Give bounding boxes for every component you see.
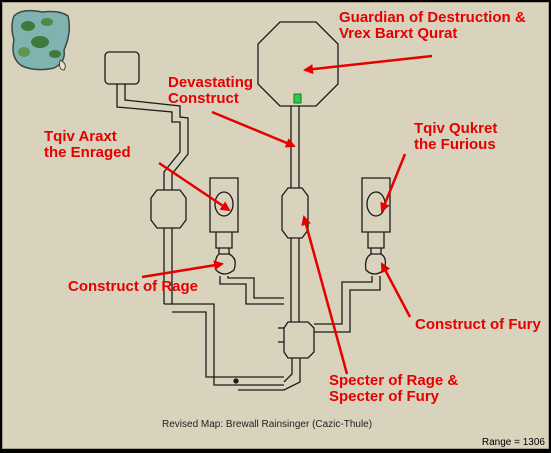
label-araxt-line1: Tqiv Araxt	[44, 128, 117, 145]
label-qukret: Tqiv Qukret the Furious	[414, 121, 497, 153]
label-araxt-line2: the Enraged	[44, 144, 131, 161]
world-map-thumbnail-icon[interactable]	[11, 9, 71, 71]
player-marker	[293, 93, 302, 104]
label-construct-fury: Construct of Fury	[415, 316, 541, 333]
map-credit: Revised Map: Brewall Rainsinger (Cazic-T…	[162, 419, 373, 430]
label-construct-rage: Construct of Rage	[68, 278, 199, 295]
label-devastating: Devastating Construct	[168, 75, 253, 107]
label-guardian: Guardian of Destruction & Vrex Barxt Qur…	[339, 10, 526, 42]
annotation-arrows	[141, 54, 433, 375]
label-qukret-line1: Tqiv Qukret	[414, 120, 498, 137]
label-qukret-line2: the Furious	[414, 136, 496, 153]
label-devastating-line1: Devastating	[168, 74, 254, 91]
label-guardian-line1: Guardian of Destruction &	[339, 9, 526, 26]
range-readout: Range = 1306	[481, 437, 545, 448]
label-specter-line2: Specter of Fury	[329, 388, 440, 405]
map-walls	[104, 21, 391, 391]
label-devastating-line2: Construct	[168, 90, 239, 107]
label-guardian-line2: Vrex Barxt Qurat	[339, 25, 458, 42]
label-specter-line1: Specter of Rage &	[329, 372, 459, 389]
label-araxt: Tqiv Araxt the Enraged	[44, 129, 131, 161]
label-specter: Specter of Rage & Specter of Fury	[329, 373, 458, 405]
